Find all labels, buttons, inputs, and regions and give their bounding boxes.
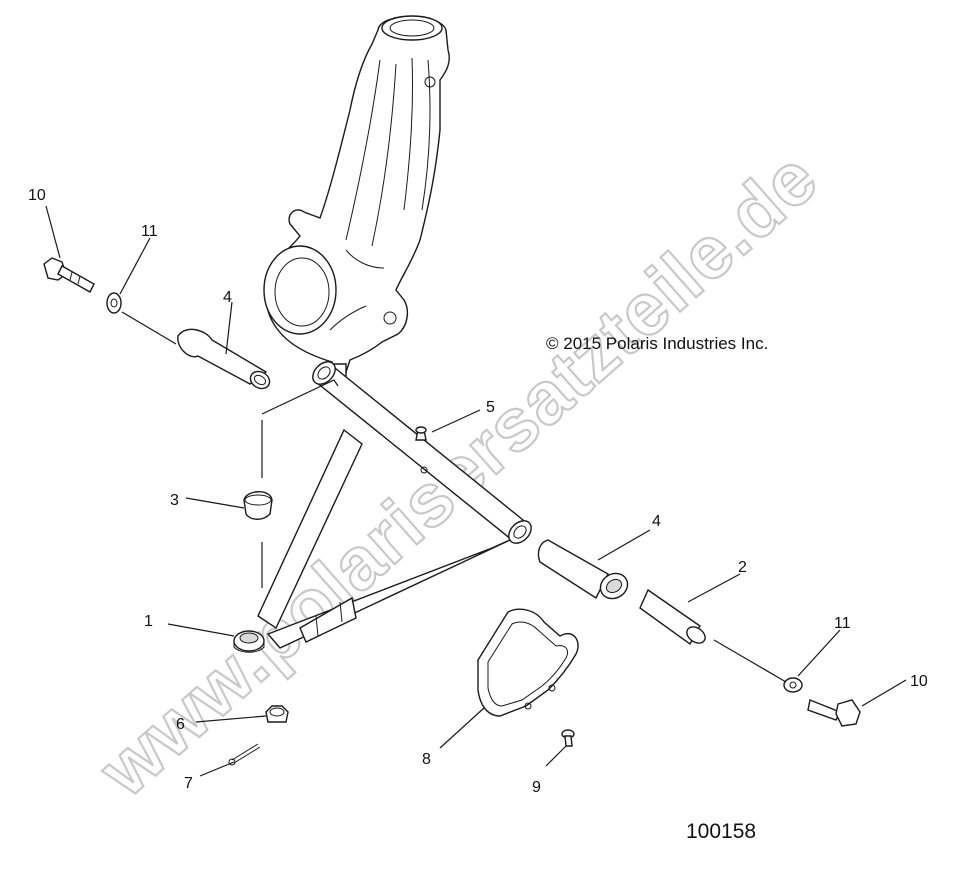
- leader-line: [431, 409, 481, 433]
- bolt-right: [807, 699, 861, 727]
- diagram-part-number: 100158: [686, 820, 756, 843]
- bushing-left: [177, 328, 271, 390]
- callout-11-right: 11: [834, 615, 851, 632]
- callout-3: 3: [170, 492, 179, 509]
- callout-10-left: 10: [28, 187, 46, 204]
- alignment-line: [261, 379, 339, 415]
- callout-4-right: 4: [652, 513, 661, 530]
- sleeve: [639, 588, 706, 646]
- leader-line: [167, 623, 235, 637]
- leader-line: [45, 205, 61, 259]
- washer-right: [783, 677, 803, 693]
- leader-line: [861, 679, 907, 707]
- callout-1: 1: [144, 613, 153, 630]
- cotter-pin: [228, 743, 261, 766]
- washer-left: [106, 292, 122, 314]
- callout-9: 9: [532, 779, 541, 796]
- callout-8: 8: [422, 751, 431, 768]
- callout-4-left: 4: [223, 289, 232, 306]
- leader-line: [119, 237, 151, 295]
- callout-11-left: 11: [141, 223, 158, 240]
- screw: [561, 729, 575, 747]
- callout-7: 7: [184, 775, 193, 792]
- leader-line: [687, 573, 741, 603]
- cap: [243, 491, 273, 520]
- leader-line: [195, 715, 267, 723]
- nut: [265, 705, 289, 723]
- leader-line: [439, 707, 485, 749]
- leader-line: [185, 497, 245, 509]
- guard-plate: [477, 608, 579, 717]
- leader-line: [597, 529, 651, 561]
- callout-6: 6: [176, 716, 185, 733]
- alignment-line: [121, 311, 177, 345]
- bushing-right: [537, 539, 629, 600]
- leader-line: [545, 745, 567, 767]
- a-arm: [257, 361, 532, 649]
- ball-joint: [233, 630, 265, 653]
- callout-10-right: 10: [910, 673, 928, 690]
- leader-line: [225, 301, 233, 355]
- leader-line: [199, 761, 235, 777]
- bolt-left: [43, 257, 95, 293]
- copyright-text: © 2015 Polaris Industries Inc.: [546, 334, 768, 353]
- callout-5: 5: [486, 399, 495, 416]
- grease-fitting: [415, 426, 427, 441]
- steering-knuckle: [263, 15, 450, 386]
- callout-2: 2: [738, 559, 747, 576]
- leader-line: [797, 629, 841, 677]
- alignment-line: [713, 639, 787, 683]
